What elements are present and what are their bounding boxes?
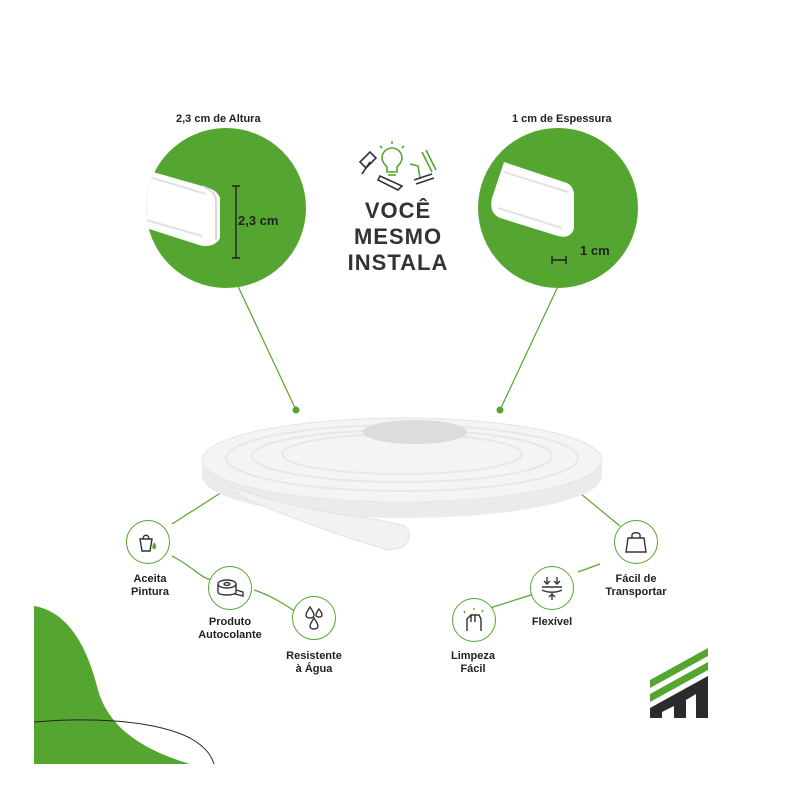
thickness-dimension: 1 cm [580,243,610,258]
feature-paint-circle [126,520,170,564]
slogan-line-2: MESMO [353,224,443,249]
thickness-detail-circle [478,128,638,288]
cleaning-hand-icon [463,608,484,631]
height-label: 2,3 cm de Altura [176,113,261,125]
trim-thickness-closeup [491,162,574,264]
flex-arrows-icon [541,577,563,600]
height-dimension: 2,3 cm [238,213,279,228]
trim-roll-image [201,417,603,551]
adhesive-tape-icon [217,579,244,597]
paint-bucket-icon [139,534,157,552]
feature-cleaning-label: Limpeza Fácil [450,650,495,675]
tools-cluster-icon [358,141,437,191]
trim-profile-closeup [146,170,240,259]
feature-adhesive-circle [208,566,252,610]
bag-icon [625,532,647,553]
water-drops-icon [305,605,323,630]
height-detail-circle [146,128,306,288]
feature-transport-circle [614,520,658,564]
feature-adhesive-label: Produto Autocolante [198,616,262,641]
slogan-line-1: VOCÊ [364,198,432,223]
feature-water-label: Resistente à Água [286,650,342,675]
slogan-line-3: INSTALA [347,250,449,275]
feature-water-circle [292,596,336,640]
slogan-text: VOCÊ MESMO INSTALA [330,198,466,276]
feature-paint-label: Aceita Pintura [131,573,169,598]
feature-flexible-circle [530,566,574,610]
feature-flexible-label: Flexível [531,616,573,628]
feature-cleaning-circle [452,598,496,642]
thickness-label: 1 cm de Espessura [512,113,612,125]
brand-m-logo [650,648,708,718]
feature-transport-label: Fácil de Transportar [605,573,667,598]
